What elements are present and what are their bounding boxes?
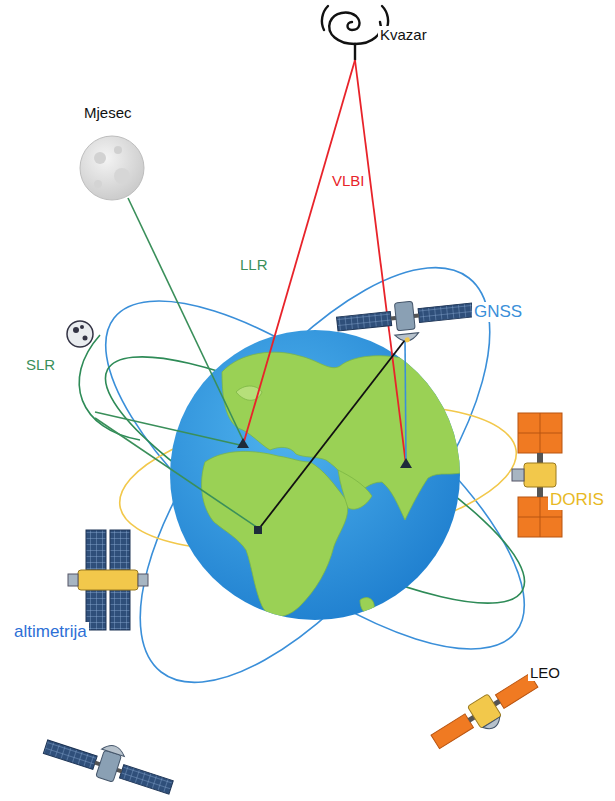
illustration-part [254, 526, 262, 534]
illustration-part [110, 530, 130, 570]
illustration-part [512, 469, 524, 481]
satellite-label: LEO [528, 664, 562, 681]
illustration-part [56, 243, 575, 707]
moon [80, 136, 144, 200]
slr-satellite [67, 321, 93, 347]
illustration-part [73, 327, 79, 333]
technique-label: DORIS [548, 490, 606, 510]
ground-stations [237, 438, 412, 534]
illustration-part [322, 6, 328, 30]
illustration-part [78, 213, 551, 736]
technique-label: LLR [238, 256, 270, 273]
technique-label: GNSS [472, 302, 524, 322]
illustration-part [355, 22, 381, 44]
illustration-part [394, 301, 415, 331]
illustration-part [114, 168, 130, 184]
illustration-part [83, 336, 88, 341]
gnss-satellite-2 [42, 726, 178, 800]
illustration-part [237, 438, 249, 448]
illustration-part [128, 198, 243, 440]
body-label: Mjesec [82, 104, 134, 121]
illustration-part [400, 458, 412, 468]
illustration-part [418, 303, 473, 323]
source-label: Kvazar [378, 26, 429, 43]
technique-label: altimetrija [12, 622, 89, 642]
orbits [56, 213, 575, 736]
illustration-part [483, 717, 503, 733]
illustration-part [524, 463, 556, 487]
illustration-part [43, 740, 97, 769]
technique-label: VLBI [330, 172, 367, 189]
illustration-part [102, 742, 127, 756]
illustration-part [243, 60, 355, 445]
illustration-part [86, 590, 106, 630]
illustration-part [355, 60, 406, 465]
illustration-part [329, 13, 359, 44]
illustration-part [258, 340, 405, 530]
illustration-part [395, 333, 420, 342]
illustration-part [80, 136, 144, 200]
illustration-part [68, 574, 78, 586]
illustration-part [94, 180, 102, 188]
illustration-part [114, 146, 122, 154]
illustration-part [405, 337, 410, 342]
illustration-part [67, 321, 93, 347]
earth-globe [170, 330, 470, 620]
illustration-part [95, 412, 240, 445]
illustration-part [94, 152, 106, 164]
illustration-part [337, 312, 392, 332]
altimetry-satellite [68, 530, 148, 630]
illustration-part [405, 340, 406, 462]
illustration-part [338, 470, 372, 509]
illustration-part [360, 598, 374, 614]
illustration-part [138, 574, 148, 586]
illustration-part [86, 530, 106, 570]
measurement-lines [95, 60, 406, 530]
illustration-part [202, 352, 470, 616]
illustration-part [110, 590, 130, 630]
illustration-part [518, 413, 562, 537]
gnss-satellite [336, 295, 475, 349]
illustration-part [202, 451, 348, 616]
illustration-part [119, 765, 173, 794]
illustration-part [78, 570, 138, 590]
illustration-part [79, 335, 140, 440]
leo-satellite [428, 669, 543, 758]
illustration-part [354, 44, 356, 60]
illustration-part [431, 714, 473, 749]
illustration-part [78, 315, 551, 645]
technique-label: SLR [24, 356, 57, 373]
illustration-part [80, 325, 84, 329]
doris-satellite [512, 413, 562, 537]
illustration-part [95, 418, 258, 528]
